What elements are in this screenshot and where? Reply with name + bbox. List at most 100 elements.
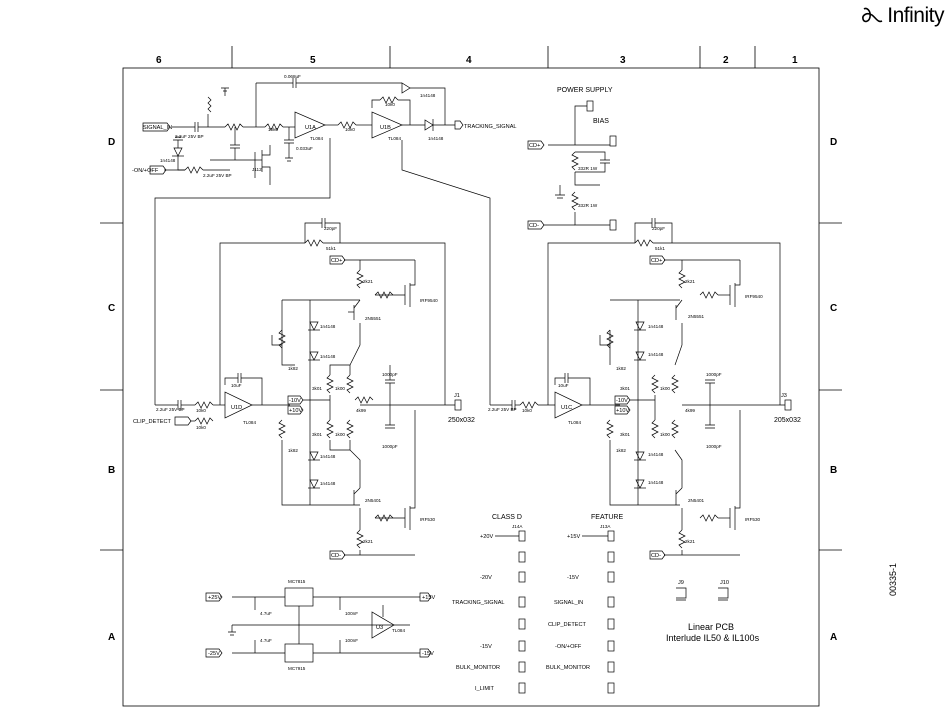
net-label-tracking-signal: TRACKING_SIGNAL xyxy=(452,600,505,606)
cap-value: 220pF xyxy=(324,226,337,231)
res-value: 1k82 xyxy=(616,366,626,371)
res-value: 4k99 xyxy=(685,408,695,413)
res-value: 1k82 xyxy=(288,448,298,453)
diode-part: 1n4148 xyxy=(428,136,444,141)
opamp-label: U1B xyxy=(380,125,391,131)
section-title-bias: BIAS xyxy=(593,118,609,125)
diode-part: 1n4148 xyxy=(648,352,664,357)
diode-part: 1n4148 xyxy=(648,480,664,485)
cap-value: 100nF xyxy=(345,638,358,643)
brand-name: Infinity xyxy=(887,4,944,27)
connector-label: J1 xyxy=(454,393,460,399)
schematic-frame xyxy=(122,67,820,707)
res-value: 10k0 xyxy=(345,127,355,132)
net-label-p10v: +10V xyxy=(289,408,302,414)
opamp-label: U1A xyxy=(305,125,316,131)
infinity-logo-icon xyxy=(862,7,883,23)
diode-part: 1n4148 xyxy=(648,452,664,457)
opamp-part: TL084 xyxy=(388,136,401,141)
diode-part: 1n4148 xyxy=(420,93,436,98)
res-value: 10k0 xyxy=(385,102,395,107)
net-label-m15v: -15V xyxy=(567,575,579,581)
res-value: 3k01 xyxy=(620,386,630,391)
title-block-line2: Interlude IL50 & IL100s xyxy=(666,633,760,643)
connector-section xyxy=(495,530,729,694)
bjt-part: 2N5551 xyxy=(688,314,705,319)
opamp-label: U1C xyxy=(561,405,572,411)
connector-label: J10 xyxy=(720,580,729,586)
net-label-signal-in: SIGNAL_IN xyxy=(554,600,583,606)
net-label-on-off: -ON/+OFF xyxy=(132,168,159,174)
cap-value: 220pF xyxy=(652,226,665,231)
res-value: 1k00 xyxy=(660,386,670,391)
zone-column-label: 4 xyxy=(466,55,472,66)
zone-row-label: A xyxy=(830,632,837,643)
zone-row-label: C xyxy=(830,303,837,314)
right-channel xyxy=(490,218,792,560)
res-value: 1k82 xyxy=(616,448,626,453)
diode-part: 1n4148 xyxy=(320,354,336,359)
net-label-p15v: +15V xyxy=(567,534,580,540)
res-value: 3k01 xyxy=(312,386,322,391)
cap-value: 1000pF xyxy=(382,444,398,449)
net-label-cd-plus: CD+ xyxy=(529,143,540,149)
opamp-part: TL084 xyxy=(310,136,323,141)
bjt-part: 2N5401 xyxy=(365,498,382,503)
zone-column-label: 3 xyxy=(620,55,626,66)
net-label-i-limit: I_LIMIT xyxy=(475,686,495,692)
opamp-part: TL084 xyxy=(392,628,405,633)
cap-value: 2.2uF 25V BP xyxy=(203,173,232,178)
net-label-p25v: +25V xyxy=(208,595,221,601)
diode-part: 1n4148 xyxy=(160,158,176,163)
net-label-m15v: -15V xyxy=(480,644,492,650)
zone-row-label: D xyxy=(108,137,115,148)
res-value: 2k21 xyxy=(363,279,373,284)
opamp-part: TL084 xyxy=(243,420,256,425)
res-value: 1k82 xyxy=(288,366,298,371)
title-block-line1: Linear PCB xyxy=(688,622,734,632)
res-value: 1k00 xyxy=(660,432,670,437)
regulator-part: MC7915 xyxy=(288,666,306,671)
opamp-label: U3 xyxy=(376,625,383,631)
res-value: 4k99 xyxy=(356,408,366,413)
net-label-m10v: -10V xyxy=(616,398,628,404)
input-section xyxy=(142,78,491,405)
net-label-cd-minus: CD- xyxy=(529,223,539,229)
zone-row-label: B xyxy=(830,465,837,476)
brand-logo: Infinity xyxy=(861,4,944,28)
cap-value: 100nF xyxy=(345,611,358,616)
cap-value: 2.2uF 25V BP xyxy=(488,407,517,412)
res-value: 2k21 xyxy=(363,539,373,544)
net-label-bulk-monitor: BULK_MONITOR xyxy=(546,665,590,671)
zone-row-label: A xyxy=(108,632,115,643)
net-label-m25v: -25V xyxy=(208,651,220,657)
res-value: 10k0 xyxy=(268,127,278,132)
left-channel xyxy=(155,218,462,560)
regulator-part: MC7815 xyxy=(288,579,306,584)
net-label-signal-in: SIGNAL_IN xyxy=(143,125,172,131)
zone-column-label: 6 xyxy=(156,55,162,66)
net-label-cd-minus: CD- xyxy=(331,553,341,559)
zone-labels: 6 5 4 3 2 1 D C B A D C B A xyxy=(108,55,837,643)
output-connector-part: 250x032 xyxy=(448,417,475,424)
zone-row-label: D xyxy=(830,137,837,148)
net-label-p15v: +15V xyxy=(422,595,435,601)
res-value: 1k00 xyxy=(335,386,345,391)
connector-label: J3 xyxy=(781,393,787,399)
zone-column-label: 5 xyxy=(310,55,316,66)
net-label-bulk-monitor: BULK_MONITOR xyxy=(456,665,500,671)
cap-value: 10uF xyxy=(231,383,242,388)
connector-pin-label: J14A xyxy=(512,524,523,529)
output-connector-part: 205x032 xyxy=(774,417,801,424)
jfet-part: J112 xyxy=(252,167,262,172)
net-label-cd-plus: CD+ xyxy=(331,258,342,264)
net-label-m20v: -20V xyxy=(480,575,492,581)
res-value: 3k01 xyxy=(312,432,322,437)
net-label-clip-detect: CLIP_DETECT xyxy=(133,419,172,425)
bjt-part: 2N5551 xyxy=(365,316,382,321)
res-value: 3k01 xyxy=(620,432,630,437)
net-label-tracking-signal: TRACKING_SIGNAL xyxy=(464,124,517,130)
res-value: 332R 1W xyxy=(578,203,598,208)
res-value: 2k21 xyxy=(685,279,695,284)
cap-value: 2.2uF 25V BP xyxy=(175,134,204,139)
